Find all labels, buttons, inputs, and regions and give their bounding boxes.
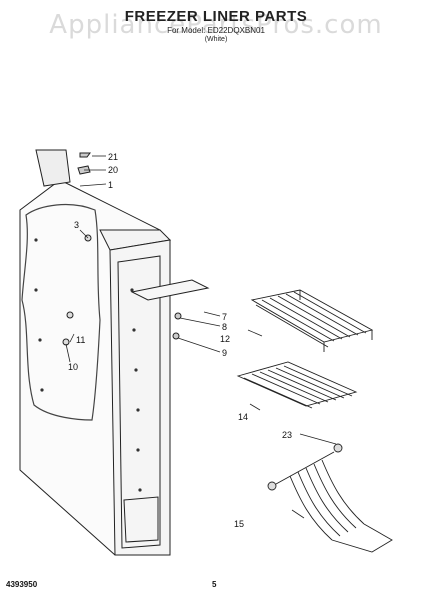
callout-14: 14 — [238, 412, 248, 422]
ice-bin-rack — [267, 443, 393, 553]
callout-3: 3 — [74, 220, 79, 230]
liner-cover-plate — [130, 279, 210, 340]
callout-15: 15 — [234, 519, 244, 529]
color-note: (White) — [204, 36, 228, 43]
callout-labels: 21 20 1 3 7 8 12 9 11 10 14 23 15 — [68, 152, 292, 529]
upper-wire-shelf — [250, 289, 374, 352]
diagram-title: FREEZER LINER PARTS — [124, 8, 308, 25]
freezer-liner — [19, 149, 172, 556]
callout-11: 11 — [76, 335, 85, 345]
callout-21: 21 — [108, 152, 118, 162]
callout-7: 7 — [222, 312, 227, 322]
callout-10: 10 — [68, 362, 78, 372]
watermark: AppliancePartsPros.com — [49, 10, 383, 40]
callout-8: 8 — [222, 322, 227, 332]
callout-leaders — [65, 155, 337, 519]
model-number: For Model: ED22DQXBN01 — [167, 26, 265, 35]
page-number: 5 — [212, 580, 217, 589]
document-number: 4393950 — [6, 580, 38, 589]
lower-wire-shelf — [236, 361, 358, 409]
callout-23: 23 — [282, 430, 292, 440]
callout-12: 12 — [220, 334, 230, 344]
callout-9: 9 — [222, 348, 227, 358]
callout-20: 20 — [108, 165, 118, 175]
callout-1: 1 — [108, 180, 113, 190]
